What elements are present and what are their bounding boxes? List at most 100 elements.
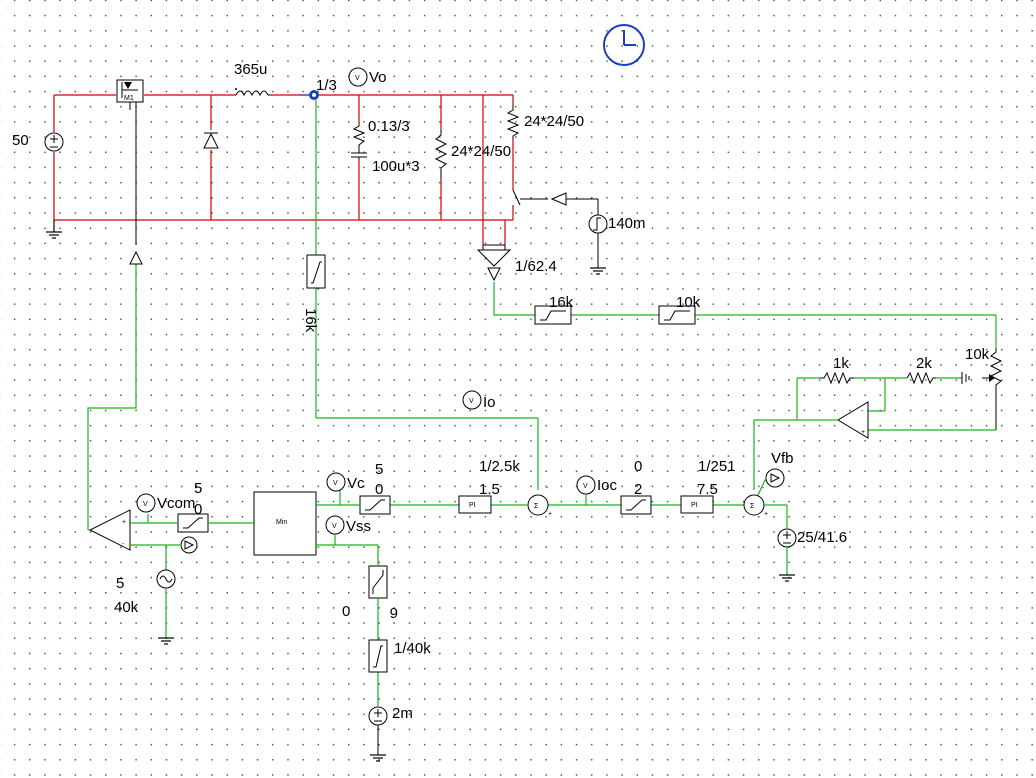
probe-vo[interactable]: V bbox=[348, 67, 368, 87]
label-tri-freq: 40k bbox=[114, 599, 139, 616]
ss-source-2m[interactable] bbox=[368, 706, 388, 762]
control-wires bbox=[315, 100, 997, 506]
probe-vfb[interactable] bbox=[757, 468, 785, 496]
svg-text:-: - bbox=[122, 541, 125, 548]
pwm-comparator[interactable]: + - bbox=[87, 250, 180, 551]
label-probe-io: Io bbox=[483, 394, 496, 411]
freewheel-diode[interactable] bbox=[203, 132, 219, 149]
svg-text:-: - bbox=[762, 485, 765, 492]
label-pot: 10k bbox=[965, 346, 990, 363]
pi-controller-io[interactable]: PI bbox=[458, 495, 492, 514]
potentiometer-10k[interactable] bbox=[868, 348, 1003, 431]
svg-text:V: V bbox=[469, 398, 474, 405]
label-pi-io-k: 1.5 bbox=[479, 481, 500, 498]
clock-icon[interactable] bbox=[603, 24, 645, 66]
power-wires bbox=[53, 94, 514, 245]
label-load-b: 24*24/50 bbox=[524, 113, 585, 130]
label-probe-vfb: Vfb bbox=[771, 450, 794, 467]
load-resistor-2[interactable] bbox=[506, 105, 520, 140]
label-lim-b-hi: 0 bbox=[634, 458, 643, 475]
label-load-a: 24*24/50 bbox=[451, 143, 512, 160]
svg-text:Σ: Σ bbox=[534, 503, 539, 510]
summer-io[interactable]: Σ - + bbox=[527, 485, 552, 518]
svg-text:V: V bbox=[143, 501, 148, 508]
label-probe-vo: Vo bbox=[369, 69, 387, 86]
label-source-v: 50 bbox=[12, 132, 29, 149]
limiter-vcom[interactable] bbox=[177, 513, 209, 533]
opamp-feedback[interactable]: - + bbox=[753, 371, 970, 490]
label-ss-int: 1/40k bbox=[394, 640, 431, 657]
svg-text:+: + bbox=[764, 511, 768, 518]
probe-ioc[interactable]: V bbox=[576, 475, 596, 505]
label-ss-src: 2m bbox=[392, 705, 413, 722]
vss-output-arrow bbox=[180, 536, 198, 554]
label-tri-amp: 5 bbox=[116, 575, 125, 592]
limiter-vc[interactable] bbox=[359, 495, 391, 515]
load-switch[interactable] bbox=[512, 189, 599, 215]
label-lim-a-lo: 0 bbox=[375, 481, 384, 498]
triangle-source[interactable] bbox=[156, 545, 176, 645]
label-r1k: 1k bbox=[833, 355, 849, 372]
label-lim-c-lo: 0 bbox=[194, 501, 203, 518]
svg-text:V: V bbox=[583, 483, 588, 490]
label-probe-vcom: Vcom bbox=[157, 495, 196, 512]
label-filter-16k: 16k bbox=[549, 294, 574, 311]
probe-vcom[interactable]: V bbox=[136, 493, 156, 513]
label-cap: 100u*3 bbox=[372, 158, 420, 175]
label-filter-10k: 10k bbox=[676, 294, 701, 311]
label-r2k: 2k bbox=[916, 355, 932, 372]
svg-text:V: V bbox=[355, 75, 360, 82]
label-ratio-fb: 1/251 bbox=[698, 458, 736, 475]
filter-16k[interactable] bbox=[534, 305, 572, 325]
output-capacitor[interactable] bbox=[351, 148, 367, 160]
summer-fb[interactable]: Σ - + bbox=[743, 485, 788, 528]
probe-vc[interactable]: V bbox=[326, 472, 346, 492]
label-pulse: 140m bbox=[608, 215, 646, 232]
ss-integrator[interactable] bbox=[368, 639, 388, 673]
label-lim-b-lo: 2 bbox=[634, 481, 643, 498]
label-turns-ratio: 1/3 bbox=[316, 77, 337, 94]
label-ss-lim-hi: 6 bbox=[389, 604, 398, 621]
filter-10k[interactable] bbox=[658, 305, 696, 325]
dc-source-50[interactable] bbox=[44, 132, 64, 152]
label-ss-lim-lo: 0 bbox=[342, 603, 351, 620]
min-wires bbox=[147, 490, 379, 706]
min-block[interactable] bbox=[253, 491, 317, 556]
svg-text:Σ: Σ bbox=[750, 503, 755, 510]
label-ratio-io: 1/2.5k bbox=[479, 458, 520, 475]
mosfet-switch[interactable]: M1 bbox=[116, 79, 144, 110]
probe-io[interactable]: V bbox=[462, 390, 482, 410]
label-inductor: 365u bbox=[234, 61, 268, 78]
dc-source-vref[interactable] bbox=[777, 528, 797, 582]
label-pi-fb-k: 7.5 bbox=[697, 481, 718, 498]
label-probe-vss: Vss bbox=[346, 518, 372, 535]
load-resistor-1[interactable] bbox=[434, 130, 448, 180]
limiter-ioc[interactable] bbox=[620, 495, 652, 515]
sense-filter-16k-vertical[interactable] bbox=[306, 254, 326, 289]
svg-text:+: + bbox=[122, 519, 126, 526]
label-esr: 0.13/3 bbox=[368, 118, 410, 135]
svg-text:PI: PI bbox=[469, 502, 476, 509]
svg-text:+: + bbox=[861, 429, 865, 436]
svg-text:+: + bbox=[548, 511, 552, 518]
label-current-sensor: 1/62.4 bbox=[515, 258, 557, 275]
svg-text:-: - bbox=[861, 408, 864, 415]
label-filter-16k-vertical: 16k bbox=[302, 308, 319, 333]
svg-text:V: V bbox=[332, 523, 337, 530]
svg-text:V: V bbox=[333, 480, 338, 487]
pulse-source-140m[interactable] bbox=[588, 214, 608, 275]
inductor-365u[interactable] bbox=[235, 88, 272, 97]
label-probe-ioc: Ioc bbox=[597, 477, 618, 494]
pi-controller-fb[interactable]: PI bbox=[680, 495, 714, 514]
output-node[interactable] bbox=[309, 90, 319, 100]
ground-symbol bbox=[46, 220, 62, 239]
limiter-ss[interactable] bbox=[368, 565, 388, 599]
current-sensor[interactable] bbox=[476, 244, 512, 282]
label-probe-vc: Vc bbox=[347, 475, 365, 492]
probe-vss[interactable]: V bbox=[325, 515, 345, 545]
esr-resistor[interactable] bbox=[352, 122, 366, 148]
label-vref: 25/41.6 bbox=[797, 529, 848, 546]
label-lim-a-hi: 5 bbox=[375, 461, 384, 478]
